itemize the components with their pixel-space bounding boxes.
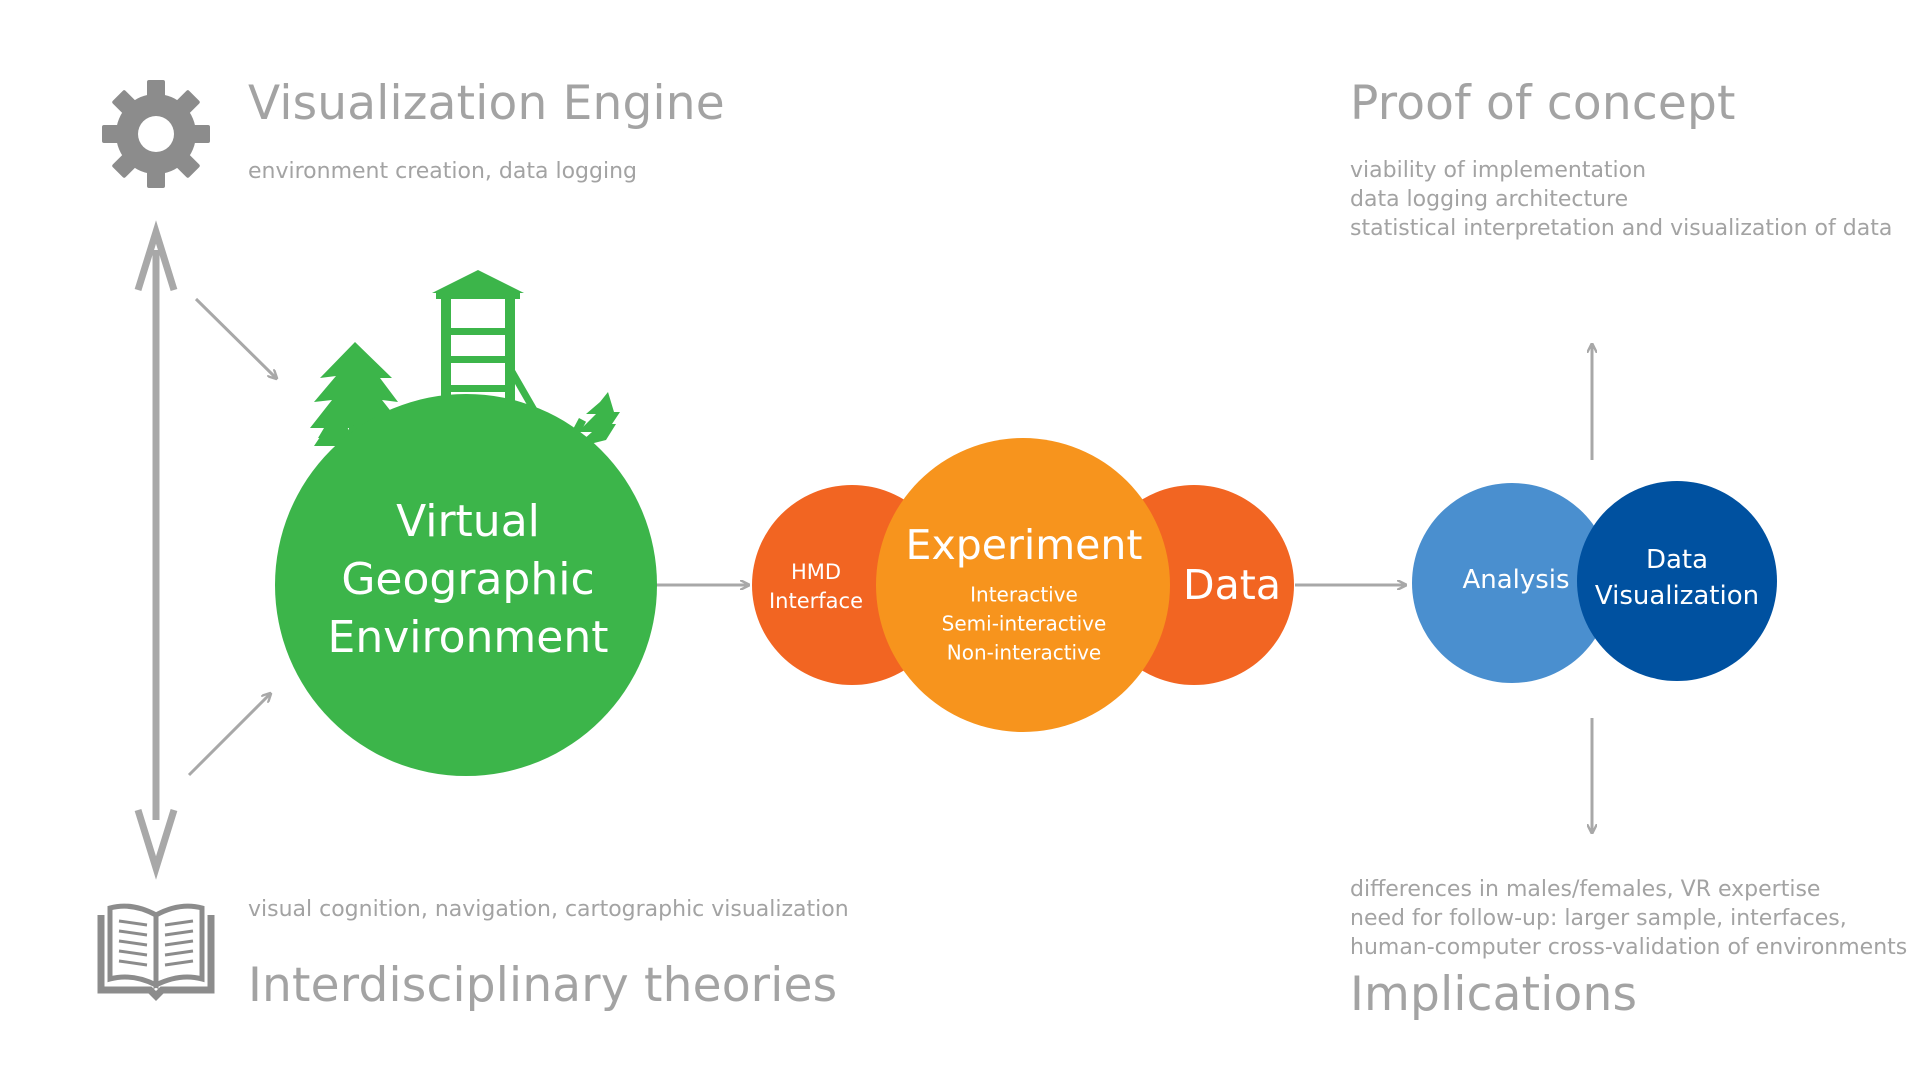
proof-list: viability of implementation data logging…: [1350, 156, 1892, 243]
theories-title: Interdisciplinary theories: [248, 958, 838, 1013]
hmd-label-line: HMD: [790, 560, 842, 584]
gear-icon: [102, 80, 210, 188]
experiment-item: Non-interactive: [946, 640, 1102, 665]
vge-label-line: Virtual: [396, 496, 540, 547]
implications-title: Implications: [1350, 967, 1638, 1022]
hmd-label-line: Interface: [768, 589, 864, 613]
vertical-double-arrow: [134, 220, 178, 880]
experiment-item: Interactive: [970, 582, 1078, 607]
vge-label: Virtual Geographic Environment: [328, 493, 609, 667]
implications-line: need for follow-up: larger sample, inter…: [1350, 906, 1847, 931]
hmd-label: HMD Interface: [769, 558, 863, 616]
open-book-icon: [97, 903, 215, 1001]
data-vis-label-line: Data: [1645, 545, 1709, 575]
vge-label-line: Environment: [327, 612, 609, 663]
implications-list: differences in males/females, VR experti…: [1350, 875, 1907, 962]
implications-line: human-computer cross-validation of envir…: [1350, 935, 1908, 960]
experiment-title: Experiment: [905, 521, 1143, 569]
engine-subtitle: environment creation, data logging: [248, 159, 637, 184]
data-label: Data: [1183, 561, 1281, 609]
proof-line: viability of implementation: [1350, 158, 1647, 183]
implications-line: differences in males/females, VR experti…: [1350, 877, 1821, 902]
analysis-circle: [1412, 483, 1612, 683]
arrow-theories-to-vge: [187, 694, 270, 777]
engine-title: Visualization Engine: [248, 76, 725, 131]
data-vis-label-line: Visualization: [1594, 581, 1760, 611]
proof-line: data logging architecture: [1350, 187, 1629, 212]
experiment-circle: [876, 438, 1170, 732]
experiment-item: Semi-interactive: [941, 611, 1107, 636]
proof-line: statistical interpretation and visualiza…: [1350, 216, 1893, 241]
theories-subtitle: visual cognition, navigation, cartograph…: [248, 897, 849, 922]
forest-icon: [310, 270, 620, 451]
vge-label-line: Geographic: [341, 554, 595, 605]
vge-circle: [275, 394, 657, 776]
analysis-label: Analysis: [1462, 565, 1570, 595]
data-vis-circle: [1577, 481, 1777, 681]
experiment-items: Interactive Semi-interactive Non-interac…: [942, 581, 1107, 668]
data-vis-label: Data Visualization: [1595, 542, 1759, 614]
arrow-engine-to-vge: [194, 297, 276, 378]
proof-title: Proof of concept: [1350, 76, 1736, 131]
